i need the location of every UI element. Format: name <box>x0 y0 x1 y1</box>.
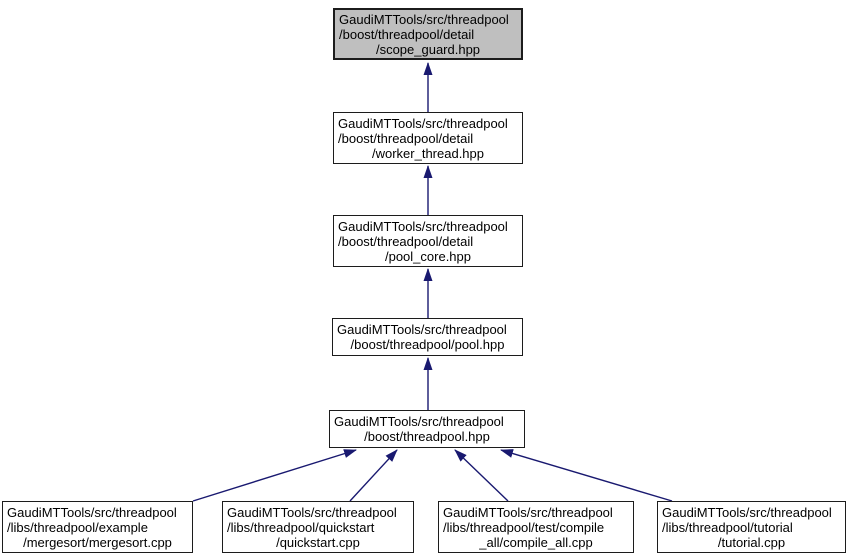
node-label-line: GaudiMTTools/src/threadpool <box>227 504 397 520</box>
node-label-line: /libs/threadpool/example <box>7 519 148 535</box>
node-label-line: GaudiMTTools/src/threadpool <box>334 414 504 429</box>
node-label-line: GaudiMTTools/src/threadpool <box>337 322 507 337</box>
node-label-line: GaudiMTTools/src/threadpool <box>662 504 832 520</box>
node-label-line: /pool_core.hpp <box>384 248 471 264</box>
node-quickstart-cpp[interactable]: GaudiMTTools/src/threadpool /libs/thread… <box>222 501 414 553</box>
node-label-line: /scope_guard.hpp <box>375 41 481 57</box>
node-label-line: /worker_thread.hpp <box>371 145 484 161</box>
node-label-line: /libs/threadpool/test/compile <box>443 519 605 535</box>
edge-compile-all-to-threadpool <box>454 449 509 502</box>
node-label-line: /quickstart.cpp <box>276 534 360 550</box>
node-mergesort-cpp[interactable]: GaudiMTTools/src/threadpool /libs/thread… <box>2 501 193 553</box>
edge-mergesort-to-threadpool <box>192 449 357 502</box>
node-label-line: GaudiMTTools/src/threadpool <box>7 504 177 520</box>
node-label-line: GaudiMTTools/src/threadpool <box>338 115 508 131</box>
node-label-line: /boost/threadpool/detail <box>338 130 474 146</box>
node-pool-core-hpp[interactable]: GaudiMTTools/src/threadpool /boost/threa… <box>333 215 523 267</box>
node-label-line: /boost/threadpool/detail <box>339 26 475 42</box>
edge-quickstart-to-threadpool <box>349 449 398 502</box>
node-tutorial-cpp[interactable]: GaudiMTTools/src/threadpool /libs/thread… <box>657 501 846 553</box>
node-label-line: /libs/threadpool/quickstart <box>227 519 375 535</box>
node-label-line: /boost/threadpool/pool.hpp <box>350 337 505 352</box>
node-label-line: /boost/threadpool/detail <box>338 233 474 249</box>
node-label-line: /libs/threadpool/tutorial <box>662 519 793 535</box>
node-label-line: GaudiMTTools/src/threadpool <box>339 11 509 27</box>
node-label-line: GaudiMTTools/src/threadpool <box>443 504 613 520</box>
node-label-line: /mergesort/mergesort.cpp <box>23 534 172 550</box>
edge-tutorial-to-threadpool <box>500 449 673 502</box>
node-threadpool-hpp[interactable]: GaudiMTTools/src/threadpool /boost/threa… <box>329 410 525 448</box>
node-label-line: /tutorial.cpp <box>717 534 786 550</box>
node-scope-guard-hpp[interactable]: GaudiMTTools/src/threadpool /boost/threa… <box>333 8 523 60</box>
node-label-line: /boost/threadpool.hpp <box>364 429 490 444</box>
node-worker-thread-hpp[interactable]: GaudiMTTools/src/threadpool /boost/threa… <box>333 112 523 164</box>
node-label-line: GaudiMTTools/src/threadpool <box>338 218 508 234</box>
node-compile-all-cpp[interactable]: GaudiMTTools/src/threadpool /libs/thread… <box>438 501 634 553</box>
node-pool-hpp[interactable]: GaudiMTTools/src/threadpool /boost/threa… <box>332 318 523 356</box>
node-label-line: _all/compile_all.cpp <box>479 534 593 550</box>
